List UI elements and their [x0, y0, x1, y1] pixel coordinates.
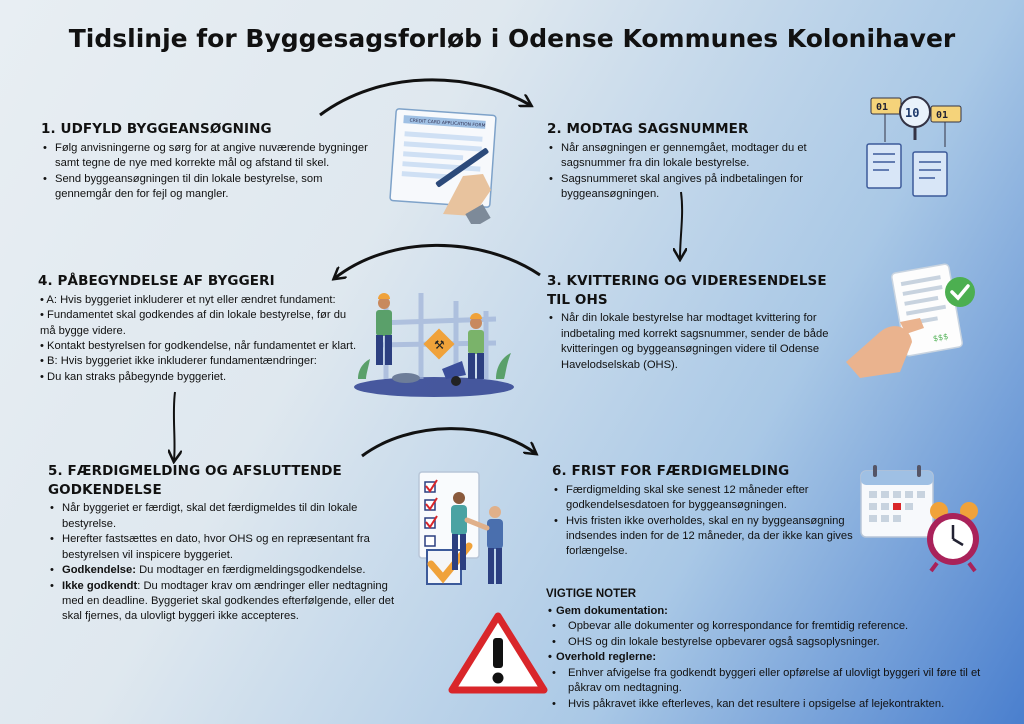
step-4-item: A: Hvis byggeriet inkluderer et nyt elle…: [38, 293, 358, 308]
step-4-item: Fundamentet skal godkendes af din lokale…: [38, 308, 358, 339]
step-5-completion-approval: 5. FÆRDIGMELDING OG AFSLUTTENDE GODKENDE…: [48, 462, 408, 625]
arrow-bottom-curve: [361, 427, 535, 458]
construction-illustration: ⚒: [354, 293, 514, 397]
arrow-back-curve: [335, 243, 541, 278]
step-4-item: Du kan straks påbegynde byggeriet.: [38, 370, 358, 385]
step-5-item-not-approved: Ikke godkendt: Du modtager krav om ændri…: [48, 579, 408, 625]
step-6-item: Hvis fristen ikke overholdes, skal en ny…: [552, 514, 862, 560]
step-2-item: Når ansøgningen er gennemgået, modtager …: [547, 141, 847, 172]
calendar-clock-illustration: [860, 465, 979, 573]
step-5-item: Når byggeriet er færdigt, skal det færdi…: [48, 501, 408, 532]
not-approved-text: : Du modtager krav om ændringer eller ne…: [62, 579, 395, 623]
step-5-item-approved: Godkendelse: Du modtager en færdigmeldin…: [48, 563, 408, 579]
arrow-top-curve: [319, 78, 530, 117]
notes-group-keep-docs: Gem dokumentation:: [546, 604, 986, 620]
notes-item: Hvis påkravet ikke efterleves, kan det r…: [546, 697, 986, 713]
step-4-start-construction: 4. PÅBEGYNDELSE AF BYGGERI A: Hvis bygge…: [38, 272, 358, 385]
approved-label: Godkendelse:: [62, 564, 136, 577]
step-1-item: Følg anvisningerne og sørg for at angive…: [41, 141, 381, 172]
svg-text:⚒: ⚒: [434, 338, 445, 352]
step-2-item: Sagsnummeret skal angives på indbetaling…: [547, 172, 847, 203]
step-3-heading: 3. KVITTERING OG VIDERESENDELSE TIL OHS: [547, 273, 827, 308]
step-6-deadline: 6. FRIST FOR FÆRDIGMELDING Færdigmelding…: [552, 462, 862, 560]
step-1-fill-application: 1. UDFYLD BYGGEANSØGNING Følg anvisninge…: [41, 120, 381, 202]
notes-group-follow-rules: Overhold reglerne:: [546, 650, 986, 666]
receipt-illustration: $$$: [846, 263, 975, 378]
notes-item: Enhver afvigelse fra godkendt byggeri el…: [546, 666, 986, 697]
receipt-amount: $$$: [932, 332, 949, 344]
approved-text: Du modtager en færdigmeldingsgodkendelse…: [135, 564, 366, 577]
step-2-heading: 2. MODTAG SAGSNUMMER: [547, 121, 749, 137]
step-3-receipt-forwarding: 3. KVITTERING OG VIDERESENDELSE TIL OHS …: [547, 272, 847, 373]
approval-illustration: [418, 471, 503, 585]
step-4-heading: 4. PÅBEGYNDELSE AF BYGGERI: [38, 273, 275, 289]
magnifier-center-digits: 10: [905, 106, 919, 120]
step-2-case-number: 2. MODTAG SAGSNUMMER Når ansøgningen er …: [547, 120, 847, 202]
step-4-item: B: Hvis byggeriet ikke inkluderer fundam…: [38, 354, 358, 369]
notes-heading: VIGTIGE NOTER: [546, 588, 637, 600]
step-3-item: Når din lokale bestyrelse har modtaget k…: [547, 311, 847, 373]
form-title-text: CREDIT CARD APPLICATION FORM: [409, 118, 485, 129]
notes-item: Opbevar alle dokumenter og korrespondanc…: [546, 619, 986, 635]
step-5-item: Herefter fastsættes en dato, hvor OHS og…: [48, 532, 408, 563]
step-5-heading: 5. FÆRDIGMELDING OG AFSLUTTENDE GODKENDE…: [48, 463, 342, 498]
magnifier-left-digits: 01: [876, 102, 888, 113]
step-6-heading: 6. FRIST FOR FÆRDIGMELDING: [552, 463, 790, 479]
application-form-illustration: CREDIT CARD APPLICATION FORM: [389, 108, 497, 224]
notes-item: OHS og din lokale bestyrelse opbevarer o…: [546, 635, 986, 651]
page-title: Tidslinje for Byggesagsforløb i Odense K…: [68, 24, 956, 53]
step-4-item: Kontakt bestyrelsen for godkendelse, når…: [38, 339, 358, 354]
step-1-heading: 1. UDFYLD BYGGEANSØGNING: [41, 121, 272, 137]
arrow-down-left: [174, 391, 175, 460]
case-number-illustration: 01 01 10: [866, 96, 962, 197]
magnifier-right-digits: 01: [936, 110, 948, 121]
important-notes: VIGTIGE NOTER Gem dokumentation: Opbevar…: [546, 587, 986, 712]
step-1-item: Send byggeansøgningen til din lokale bes…: [41, 172, 381, 203]
not-approved-label: Ikke godkendt: [62, 579, 138, 592]
step-6-item: Færdigmelding skal ske senest 12 måneder…: [552, 483, 862, 514]
warning-sign-icon: [448, 612, 548, 694]
